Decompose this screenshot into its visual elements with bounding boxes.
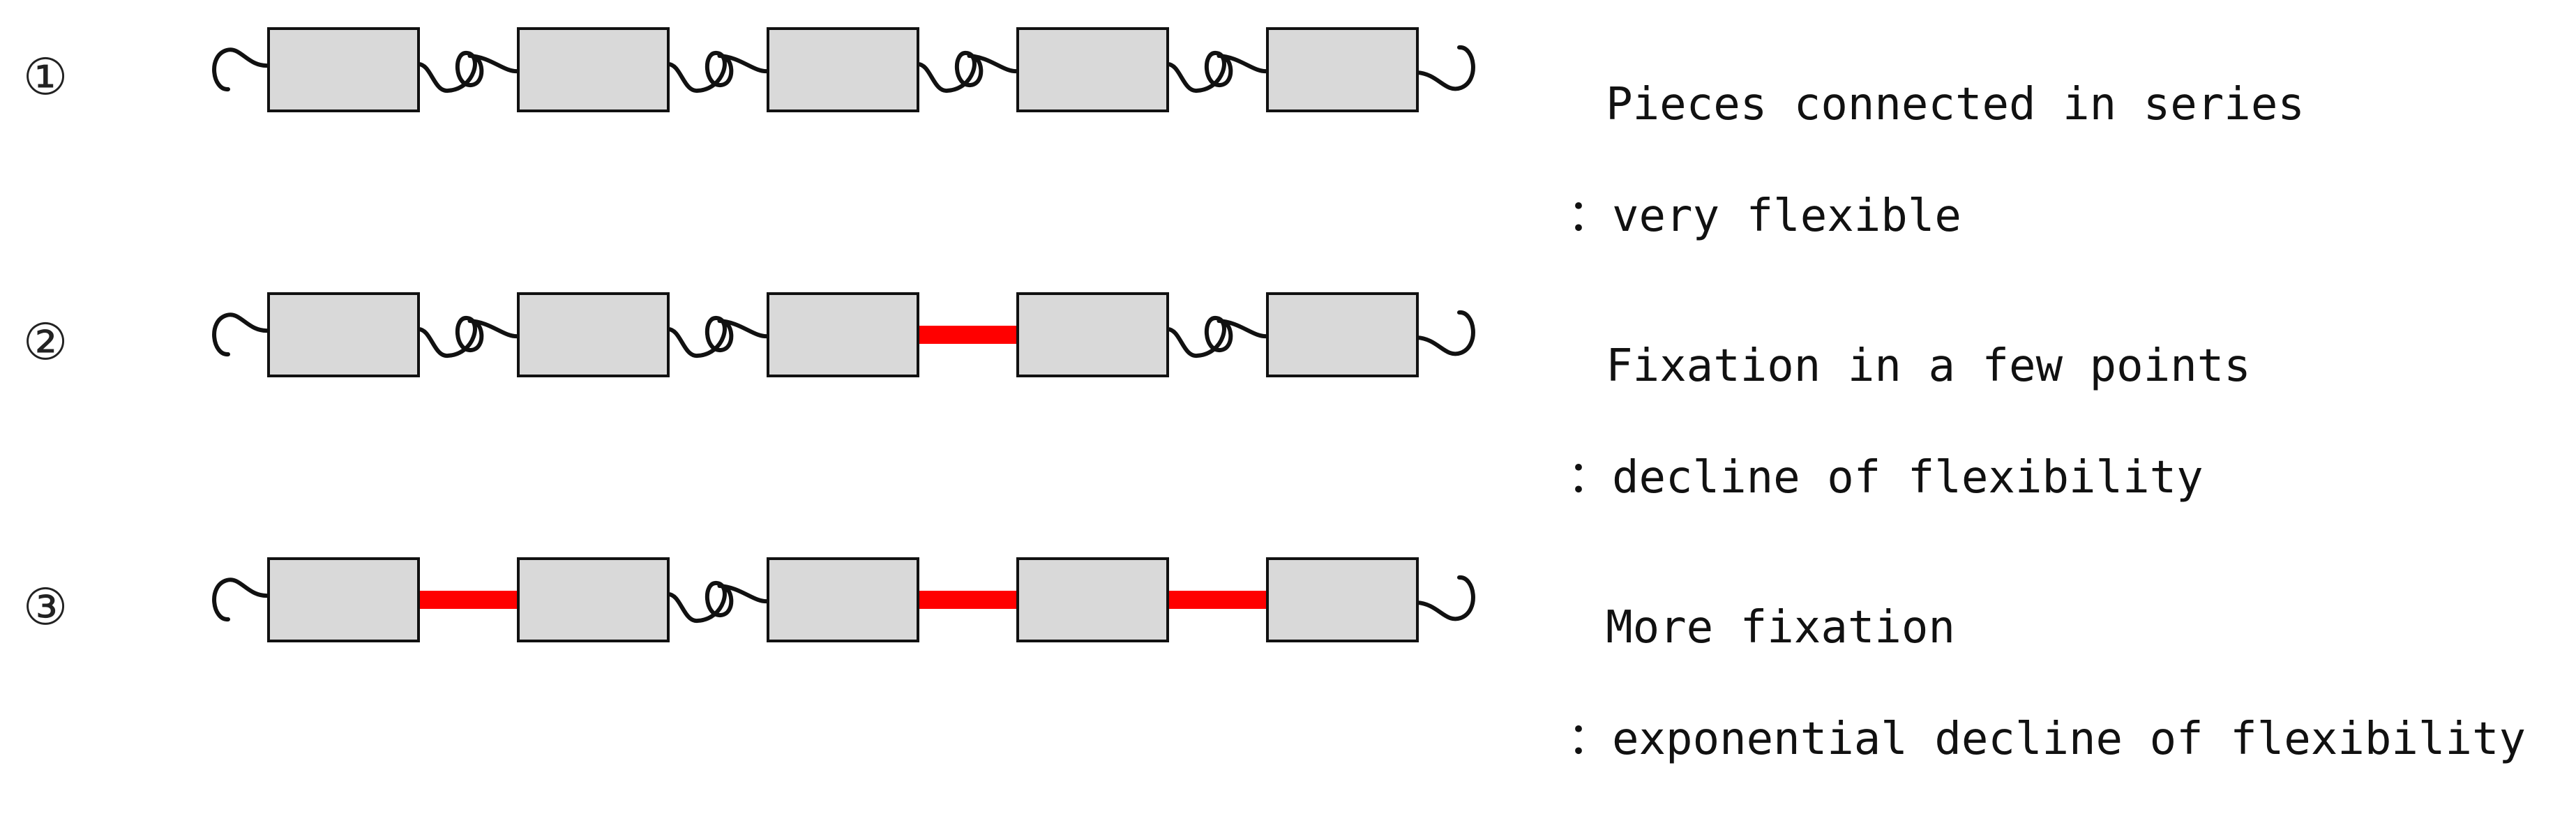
chain-piece (767, 292, 919, 377)
chain-piece (517, 27, 670, 112)
caption-row-3-line-1: More fixation (1606, 602, 1955, 654)
chain-piece (267, 27, 420, 112)
spring-link (1166, 51, 1270, 93)
row-number-2: ② (22, 312, 68, 371)
chain-row-1 (212, 27, 1475, 112)
chain-piece (1016, 557, 1169, 642)
spring-link (916, 51, 1020, 93)
chain-row-2 (212, 292, 1475, 377)
spring-link (666, 51, 770, 93)
caption-row-2-line-2: ：decline of flexibility (1567, 452, 2204, 504)
chain-piece (1016, 292, 1169, 377)
chain-piece (267, 557, 420, 642)
spring-link (666, 316, 770, 358)
caption-row-2: Fixation in a few points ：decline of fle… (1552, 282, 2251, 561)
chain-piece (1016, 27, 1169, 112)
chain-piece (517, 292, 670, 377)
chain-piece (1266, 557, 1419, 642)
right-end-hook (1415, 45, 1475, 91)
chain-piece (767, 557, 919, 642)
fixation-bar (918, 591, 1018, 609)
chain-piece (767, 27, 919, 112)
spring-link (666, 581, 770, 623)
right-end-hook (1415, 310, 1475, 356)
spring-link (416, 316, 520, 358)
chain-piece (1266, 292, 1419, 377)
fixation-bar (1168, 591, 1267, 609)
chain-piece (1266, 27, 1419, 112)
spring-link (416, 51, 520, 93)
chain-piece (517, 557, 670, 642)
flexibility-diagram (212, 27, 1475, 642)
caption-row-1: Pieces connected in series ：very flexibl… (1552, 21, 2305, 300)
caption-row-3-line-2: ：exponential decline of flexibility (1567, 713, 2526, 765)
chain-piece (267, 292, 420, 377)
left-end-hook (212, 577, 271, 621)
caption-row-2-line-1: Fixation in a few points (1606, 340, 2251, 392)
spring-link (1166, 316, 1270, 358)
caption-row-1-line-1: Pieces connected in series (1606, 79, 2305, 130)
right-end-hook (1415, 575, 1475, 621)
caption-row-3: More fixation ：exponential decline of fl… (1552, 544, 2526, 823)
left-end-hook (212, 312, 271, 356)
chain-row-3 (212, 557, 1475, 642)
row-number-3: ③ (22, 577, 68, 636)
row-number-1: ① (22, 47, 68, 106)
left-end-hook (212, 47, 271, 91)
caption-row-1-line-2: ：very flexible (1567, 190, 1961, 242)
fixation-bar (419, 591, 518, 609)
fixation-bar (918, 326, 1018, 344)
